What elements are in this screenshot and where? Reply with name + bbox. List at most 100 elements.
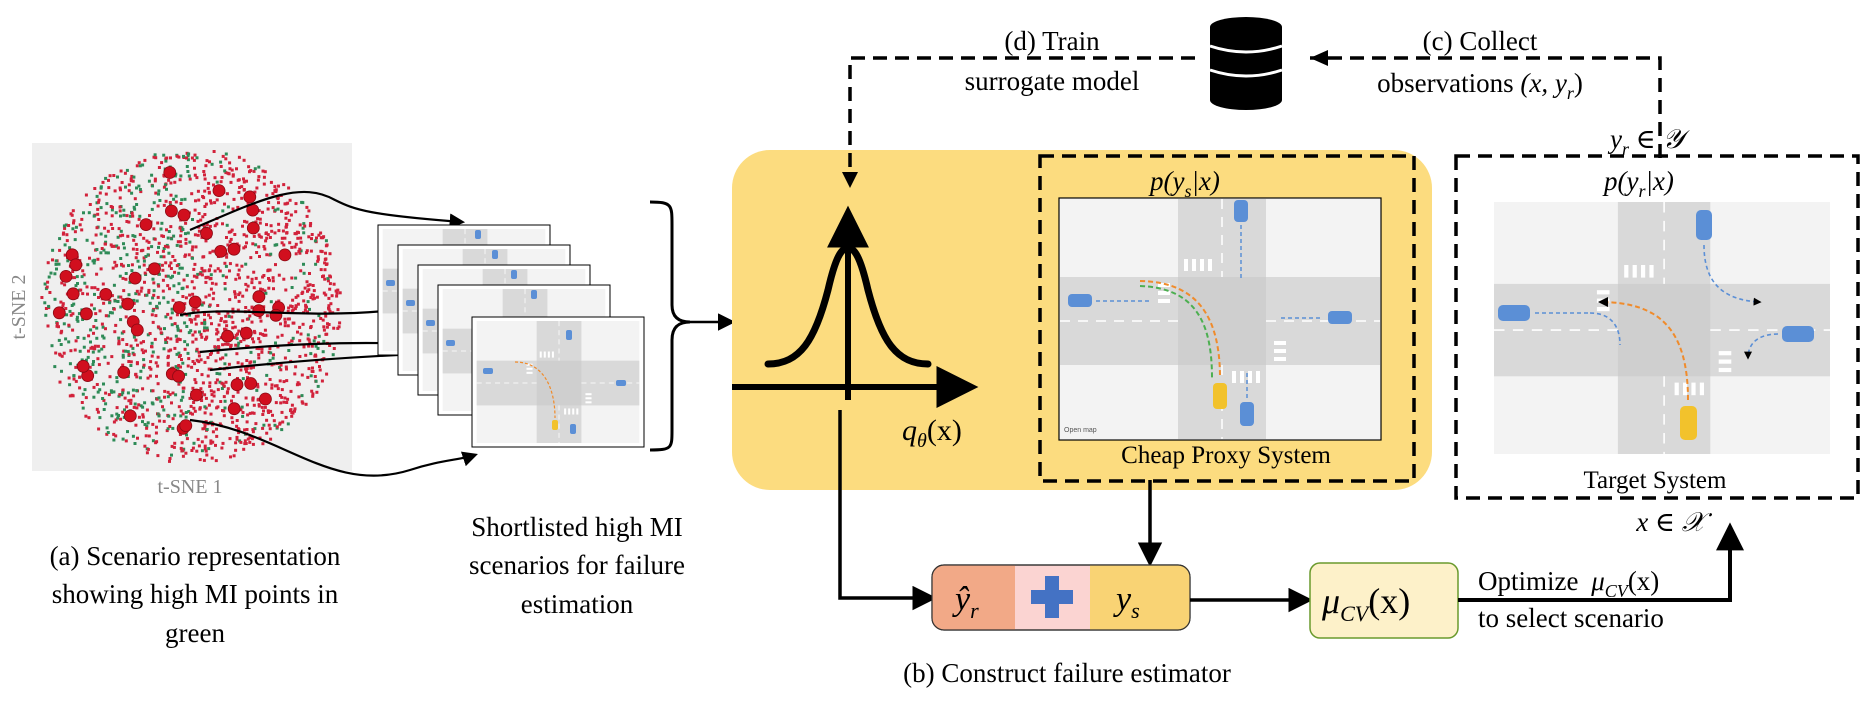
tsne-point	[305, 305, 308, 309]
tsne-point	[176, 240, 180, 244]
tsne-point	[156, 364, 160, 368]
tsne-point	[202, 301, 206, 305]
tsne-point	[118, 274, 122, 278]
tsne-point	[71, 209, 75, 213]
tsne-point	[98, 388, 102, 392]
tsne-point	[74, 225, 78, 229]
tsne-point	[215, 372, 219, 375]
tsne-point	[165, 243, 169, 247]
tsne-point	[178, 226, 182, 230]
tsne-point	[228, 373, 231, 376]
tsne-point	[138, 214, 142, 218]
tsne-point	[302, 222, 306, 226]
tsne-point	[108, 174, 112, 178]
tsne-point	[242, 188, 246, 192]
caption-b: (b) Construct failure estimator	[903, 658, 1231, 688]
tsne-point	[197, 360, 201, 364]
tsne-point	[125, 253, 129, 257]
tsne-point	[101, 180, 105, 184]
tsne-point	[216, 267, 220, 271]
tsne-point	[104, 327, 107, 331]
tsne-point	[234, 441, 238, 445]
tsne-point	[319, 317, 323, 320]
tsne-point	[160, 263, 164, 267]
tsne-point	[200, 266, 204, 270]
tsne-point	[159, 399, 163, 403]
tsne-point	[69, 313, 73, 317]
tsne-point	[162, 203, 166, 207]
tsne-point	[78, 386, 82, 390]
tsne-point	[169, 267, 173, 270]
tsne-point	[151, 320, 155, 324]
tsne-point	[162, 234, 165, 238]
tsne-point	[244, 367, 248, 371]
tsne-point	[299, 249, 303, 253]
tsne-point	[245, 234, 249, 238]
tsne-point	[217, 323, 221, 327]
tsne-point	[177, 282, 181, 286]
tsne-point	[135, 289, 139, 293]
tsne-point	[332, 282, 336, 286]
tsne-point	[124, 349, 128, 353]
tsne-point	[85, 238, 89, 242]
tsne-point	[96, 390, 100, 394]
tsne-point	[78, 349, 82, 353]
tsne-point	[332, 326, 336, 330]
tsne-point	[283, 202, 287, 206]
tsne-point	[329, 302, 333, 306]
tsne-point	[50, 344, 54, 348]
tsne-point	[95, 248, 99, 251]
tsne-point	[229, 180, 233, 184]
tsne-point	[186, 158, 190, 162]
tsne-point	[95, 272, 99, 276]
tsne-point	[230, 416, 234, 420]
tsne-point	[191, 308, 195, 312]
tsne-point	[67, 323, 71, 327]
tsne-point	[129, 364, 133, 367]
high-mi-point	[244, 377, 258, 390]
tsne-point	[122, 246, 126, 250]
tsne-point	[97, 198, 101, 202]
tsne-point	[324, 314, 328, 318]
tsne-point	[266, 269, 270, 273]
tsne-point	[324, 251, 327, 255]
tsne-point	[237, 190, 241, 194]
tsne-point	[251, 396, 255, 400]
tsne-point	[44, 307, 48, 310]
tsne-point	[72, 377, 76, 381]
tsne-point	[213, 224, 217, 228]
tsne-point	[65, 313, 69, 317]
tsne-point	[283, 356, 287, 360]
tsne-point	[295, 383, 299, 387]
tsne-point	[325, 372, 329, 376]
tsne-point	[257, 353, 261, 357]
tsne-point	[325, 262, 329, 266]
tsne-point	[212, 291, 216, 295]
tsne-point	[165, 228, 168, 232]
tsne-point	[115, 406, 119, 410]
tsne-point	[187, 152, 191, 156]
tsne-point	[298, 247, 302, 251]
tsne-point	[154, 431, 158, 435]
tsne-point	[157, 245, 160, 249]
tsne-point	[195, 449, 199, 453]
tsne-point	[199, 358, 203, 362]
tsne-point	[209, 273, 213, 277]
tsne-point	[230, 168, 234, 172]
tsne-point	[221, 154, 225, 158]
tsne-point	[316, 257, 320, 261]
tsne-point	[89, 340, 92, 344]
tsne-point	[234, 448, 238, 452]
tsne-point	[100, 247, 104, 250]
tsne-point	[322, 328, 326, 332]
tsne-point	[89, 328, 93, 332]
tsne-point	[192, 286, 196, 290]
tsne-point	[181, 454, 185, 458]
tsne-point	[257, 233, 261, 237]
tsne-point	[170, 323, 174, 327]
tsne-point	[113, 299, 117, 303]
tsne-point	[203, 405, 207, 409]
tsne-point	[218, 372, 222, 376]
tsne-point	[252, 234, 256, 238]
tsne-point	[94, 319, 98, 322]
